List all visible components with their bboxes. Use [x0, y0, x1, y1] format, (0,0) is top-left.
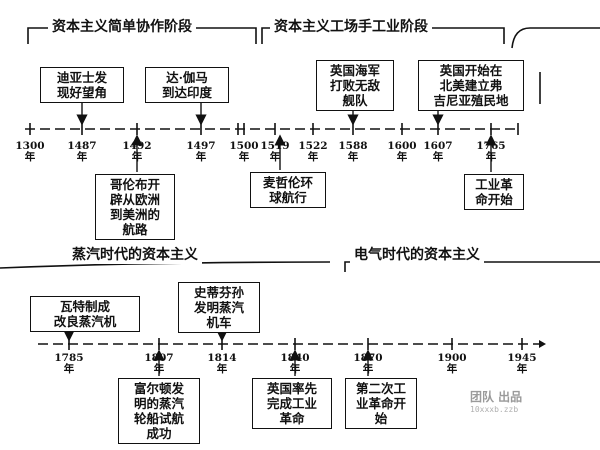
event-second-industrial-revolution: 第二次工 业革命开 始 [345, 378, 417, 429]
event-english-virginia-colony: 英国开始在 北美建立弗 吉尼亚殖民地 [418, 60, 524, 111]
event-magellan-circumnavigation: 麦哲伦环 球航行 [250, 172, 326, 208]
event-da-gama-india: 达·伽马 到达印度 [145, 67, 229, 103]
period-title-manual-workshop: 资本主义工场手工业阶段 [270, 16, 432, 36]
event-columbus-america: 哥伦布开 辟从欧洲 到美洲的 航路 [95, 174, 175, 240]
event-britain-industrial-revolution: 英国率先 完成工业 革命 [252, 378, 332, 429]
event-dias-cape-good-hope: 迪亚士发 现好望角 [40, 67, 124, 103]
period-title-electric-age: 电气时代的资本主义 [350, 244, 484, 264]
period-title-simple-cooperation: 资本主义简单协作阶段 [48, 16, 196, 36]
watermark-text: 团队 出品 [470, 390, 523, 404]
event-industrial-revolution-start: 工业革 命开始 [464, 174, 524, 210]
period-bracket-next-partial [511, 27, 600, 49]
event-english-navy-armada: 英国海军 打败无敌 舰队 [316, 60, 394, 111]
event-fulton-steamboat: 富尔顿发 明的蒸汽 轮船试航 成功 [118, 378, 200, 444]
period-title-steam-age: 蒸汽时代的资本主义 [68, 244, 202, 264]
event-watt-steam-engine: 瓦特制成 改良蒸汽机 [30, 296, 140, 332]
axis-arrowhead-row2 [539, 340, 546, 348]
period-bracket-electric-age [344, 261, 600, 272]
watermark-sub-text: 10xxxb.zzb [470, 405, 519, 414]
event-stephenson-locomotive: 史蒂芬孙 发明蒸汽 机车 [178, 282, 260, 333]
